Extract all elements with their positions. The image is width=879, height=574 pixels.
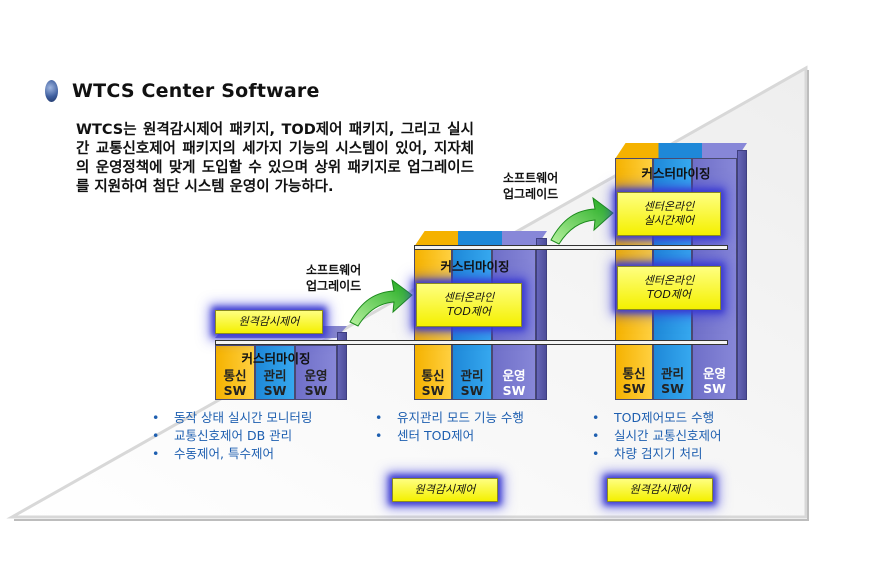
upgrade-label-1-line2: 업그레이드	[306, 279, 362, 293]
list-item: •TOD제어모드 수행	[592, 410, 715, 425]
package-2-top	[414, 231, 547, 247]
package-3-side	[737, 150, 747, 400]
package-3-bottom-remote-box: 원격감시제어	[607, 478, 713, 502]
list-item: •유지관리 모드 기능 수행	[375, 410, 524, 425]
package-3-customizing: 커스터마이징	[641, 166, 711, 181]
package-3-bullets: •TOD제어모드 수행 •실시간 교통신호제어 •차량 검지기 처리	[592, 409, 721, 463]
list-item: •동작 상태 실시간 모니터링	[152, 410, 313, 425]
package-1-remote-monitor-box: 원격감시제어	[215, 310, 323, 334]
package-2-bottom-remote-box: 원격감시제어	[392, 478, 498, 502]
upgrade-arrow-2	[550, 196, 614, 245]
package-2-side	[536, 238, 547, 400]
list-item: •차량 검지기 처리	[592, 446, 703, 461]
list-item: •교통신호제어 DB 관리	[152, 428, 293, 443]
divider-band-upper	[414, 245, 728, 250]
page-title: WTCS Center Software	[72, 80, 320, 102]
upgrade-label-2: 소프트웨어 업그레이드	[503, 170, 558, 202]
package-1-col-comm	[215, 345, 255, 400]
title-bullet-icon	[45, 80, 58, 102]
description-text: WTCS는 원격감시제어 패키지, TOD제어 패키지, 그리고 실시간 교통신…	[76, 122, 474, 195]
package-3-top	[615, 143, 747, 159]
upgrade-label-1-line1: 소프트웨어	[306, 263, 362, 277]
package-2-customizing: 커스터마이징	[440, 259, 510, 274]
package-1-bullets: •동작 상태 실시간 모니터링 •교통신호제어 DB 관리 •수동제어, 특수제…	[152, 409, 312, 463]
upgrade-label-2-line1: 소프트웨어	[503, 171, 559, 185]
upgrade-arrow-1	[349, 278, 413, 327]
list-item: •센터 TOD제어	[375, 428, 475, 443]
upgrade-label-1: 소프트웨어 업그레이드	[306, 262, 361, 294]
package-1-col-mgmt	[255, 345, 295, 400]
package-1-side	[337, 332, 347, 400]
divider-band-lower	[215, 340, 728, 345]
package-1-customizing: 커스터마이징	[241, 351, 311, 366]
list-item: •실시간 교통신호제어	[592, 428, 722, 443]
package-1-col-op	[295, 345, 337, 400]
list-item: •수동제어, 특수제어	[152, 446, 274, 461]
upgrade-label-2-line2: 업그레이드	[503, 187, 559, 201]
package-2-bullets: •유지관리 모드 기능 수행 •센터 TOD제어	[375, 409, 524, 445]
